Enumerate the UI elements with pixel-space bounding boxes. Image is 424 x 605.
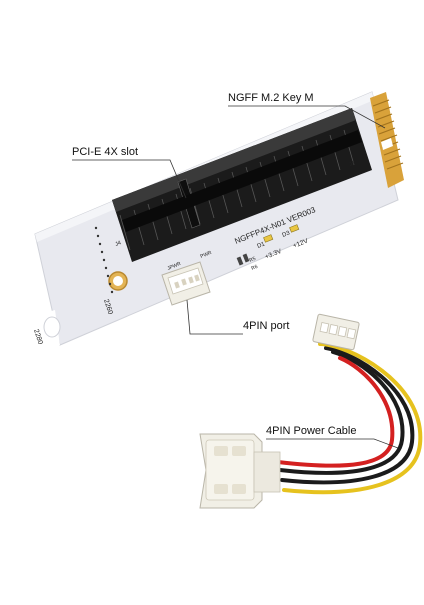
molex-connector [199,433,281,509]
wire-yellow [282,342,423,495]
jpwr-label: JPWR [167,261,183,272]
mount-hole-2260 [108,271,128,291]
callout-ngff [228,105,386,129]
4pin-power-cable [199,313,423,509]
wire-red [276,356,395,468]
label-pcie-slot: PCI-E 4X slot [72,146,139,158]
label-4pin-port: 4PIN port [243,320,290,332]
silkscreen-dots [94,226,114,294]
callout-lines [72,105,399,449]
size-2260-label: 2260 [102,298,114,315]
wire-black [278,350,405,475]
label-power-cable: 4PIN Power Cable [266,425,357,437]
gold-fingers [370,92,404,188]
led-d1-label: D1 [257,241,267,250]
mount-notch [43,316,61,338]
resistors [236,253,250,266]
wire-black-2 [280,346,415,485]
callout-cable [266,438,399,449]
callout-4pin [186,299,243,335]
r5-label: R5 [249,256,257,264]
callout-pcie [72,159,187,199]
size-2280-label: 2280 [32,328,44,345]
led-indicators [263,224,300,243]
r6-label: R6 [251,264,259,272]
j4-label: J4 [115,240,123,248]
small-4pin-connector [312,313,360,351]
m2-riser-board: NGFFP4X-N01 VER003 D1 D3 +3.3V +12V J4 J… [32,91,404,346]
led-d3-label: D3 [282,230,292,239]
j1-label: J1 [349,160,357,168]
label-ngff-m2: NGFF M.2 Key M [228,92,314,104]
pwr-label: PWR [200,250,213,260]
pcie-4x-slot [112,108,372,262]
4pin-port [161,261,211,306]
